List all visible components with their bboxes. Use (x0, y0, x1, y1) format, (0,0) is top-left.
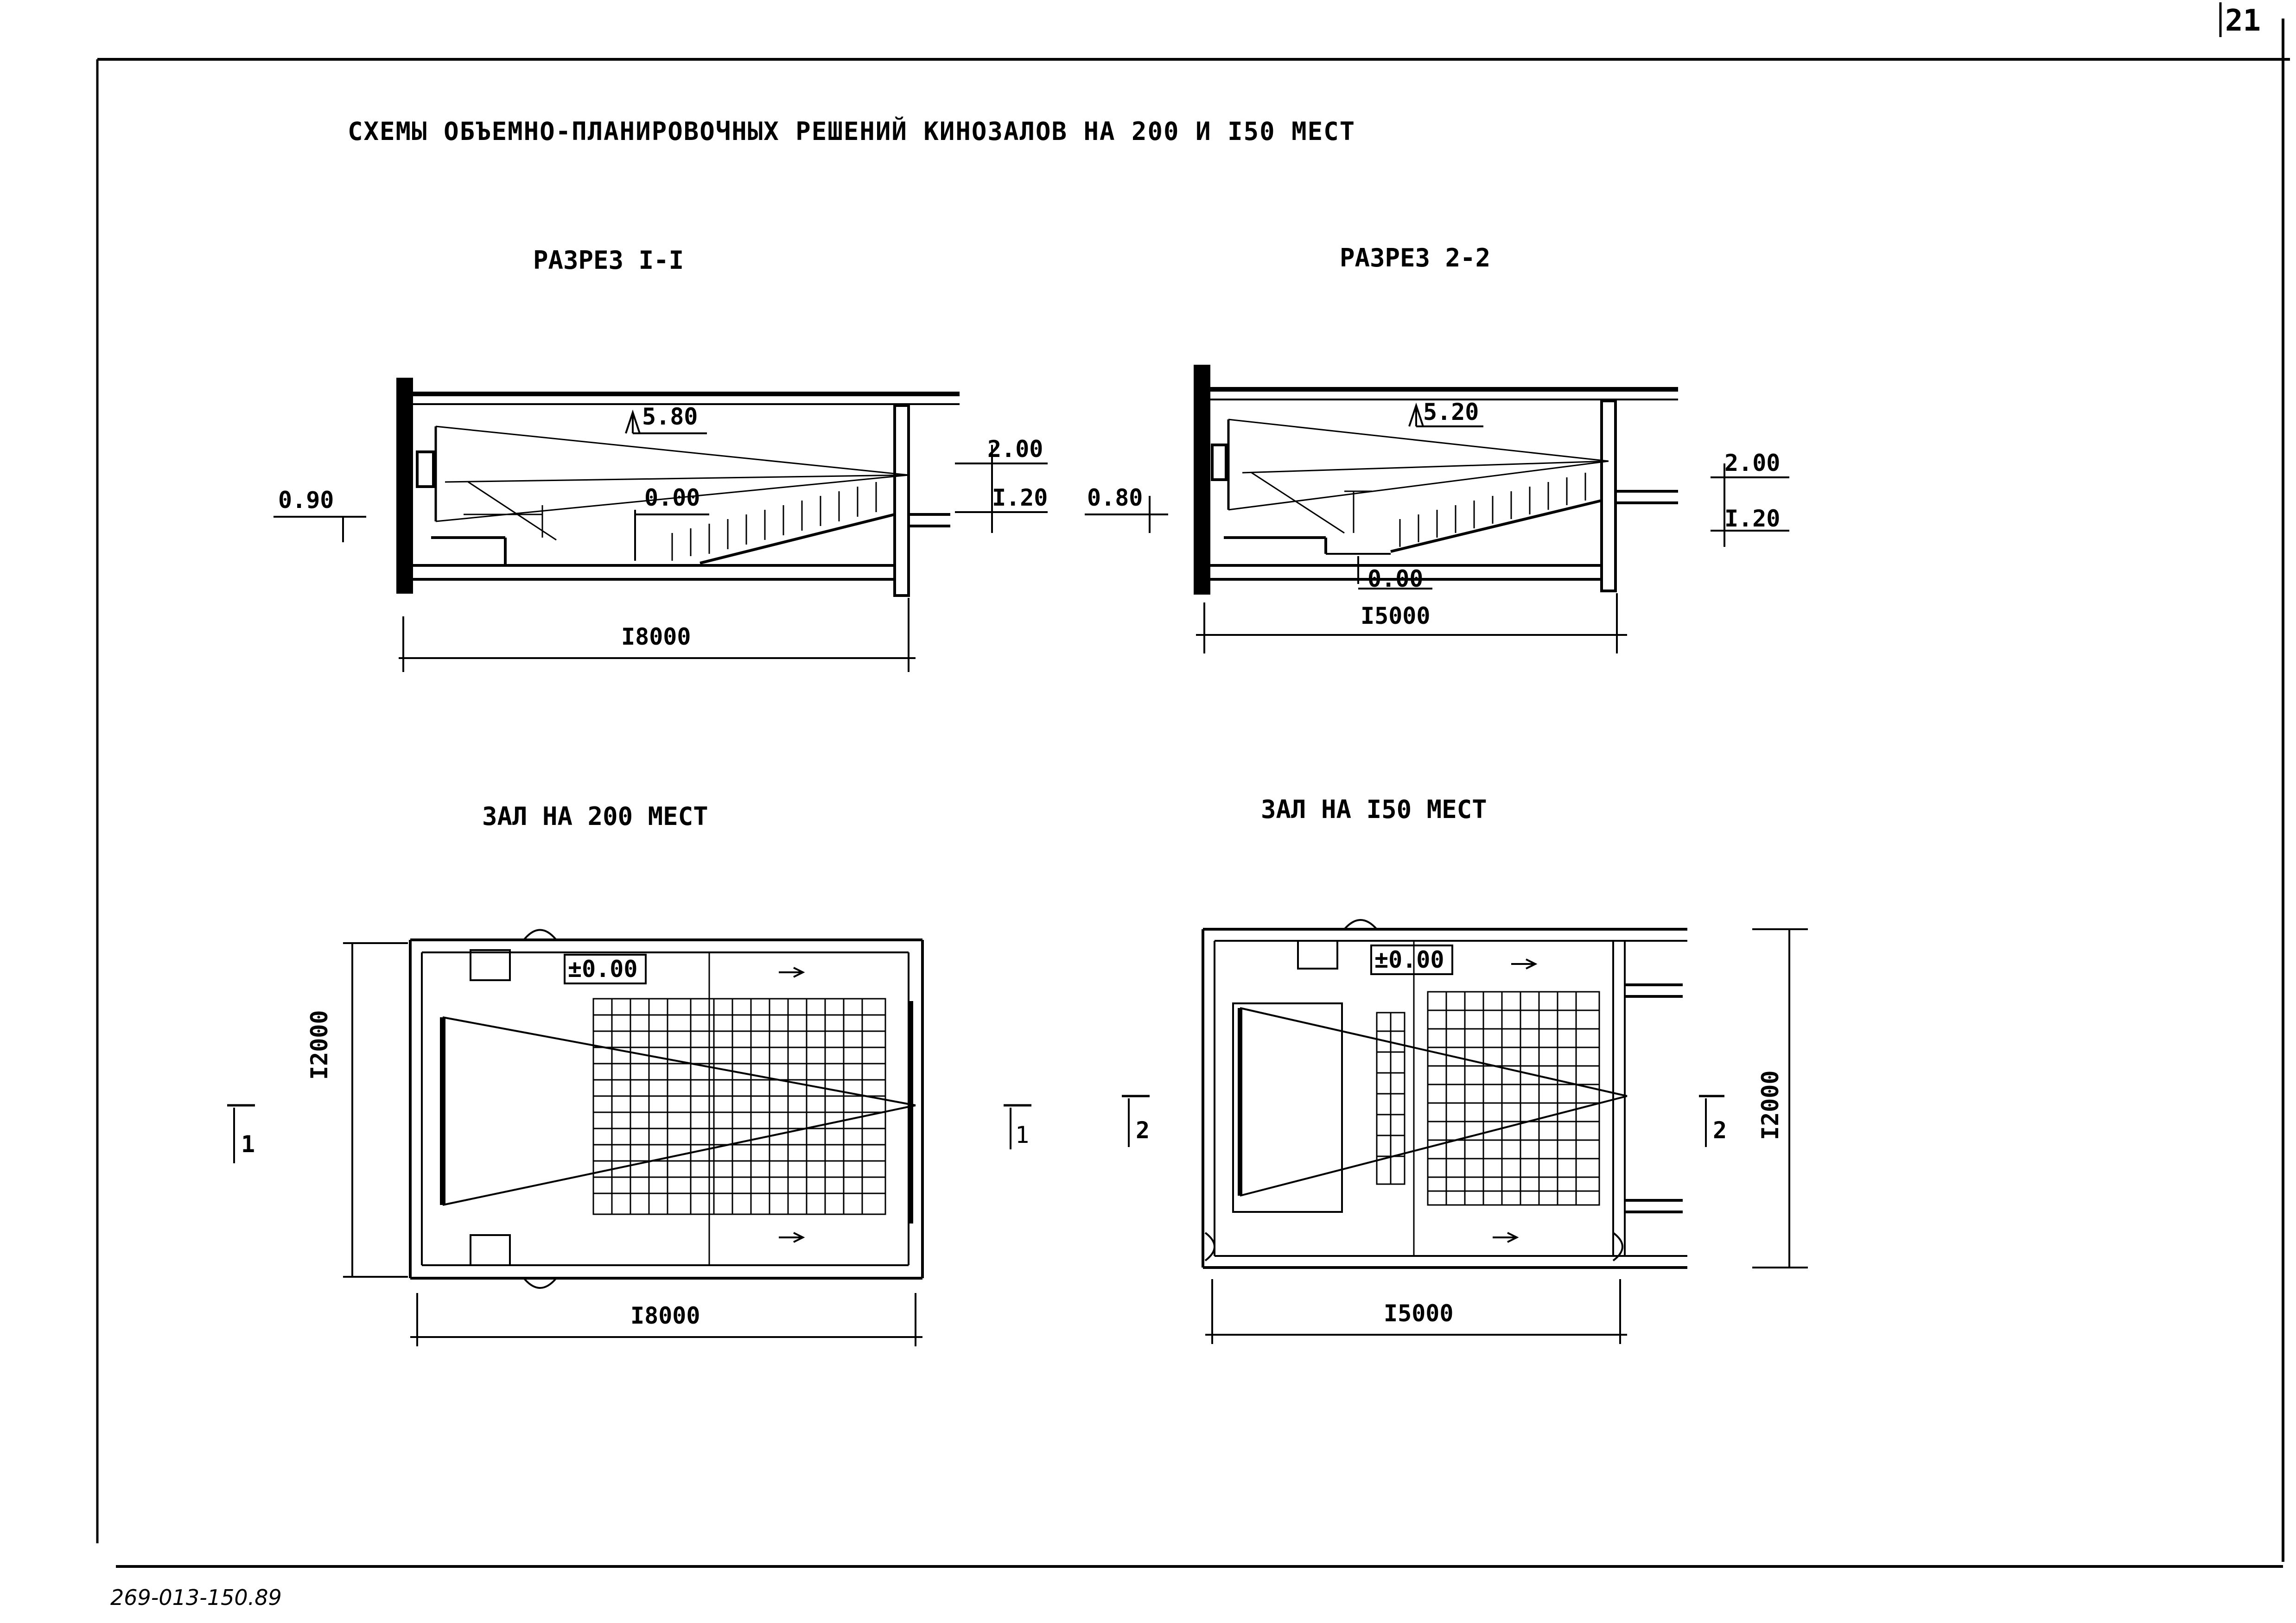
plan-200-cut-mark-left: 1 (241, 1131, 255, 1158)
plan-200-caption: ЗАЛ НА 200 МЕСТ (482, 802, 708, 831)
section-2-level-top: 5.20 (1423, 399, 1479, 425)
plan-200-drawing (227, 929, 1031, 1346)
plan-200-depth-dim: I2000 (306, 1010, 333, 1080)
sheet-title: СХЕМЫ ОБЪЕМНО-ПЛАНИРОВОЧНЫХ РЕШЕНИЙ КИНО… (348, 117, 1356, 146)
page-number: 21 (2225, 4, 2261, 38)
section-1-caption: РАЗРЕЗ I-I (533, 246, 684, 275)
plan-150-depth-dim: I2000 (1757, 1070, 1784, 1140)
floor-level-box-150 (1370, 945, 1453, 975)
plan-150-floor-level: ±0.00 (1374, 946, 1444, 973)
section-1-level-left: 0.90 (278, 487, 334, 514)
plan-150-drawing (1122, 919, 1808, 1344)
section-1-level-door: 2.00 (987, 436, 1043, 463)
section-2-width-dim: I5000 (1361, 602, 1431, 629)
floor-level-box-200 (564, 954, 647, 984)
section-2-drawing (1085, 365, 1789, 653)
plan-200-width-dim: I8000 (630, 1302, 700, 1329)
section-2-level-door: 2.00 (1724, 450, 1781, 476)
section-1-level-top: 5.80 (642, 403, 698, 430)
plan-150-cut-mark-right: 2 (1713, 1117, 1727, 1144)
section-1-width-dim: I8000 (621, 623, 691, 650)
document-number: 269-013-150.89 (110, 1585, 282, 1610)
section-2-level-left: 0.80 (1087, 484, 1143, 511)
section-2-level-sill: I.20 (1724, 505, 1781, 532)
plan-150-cut-mark-left: 2 (1136, 1117, 1150, 1144)
section-2-level-floor: 0.00 (1367, 565, 1424, 592)
plan-200-cut-mark-right: 1 (1015, 1122, 1030, 1148)
section-1-level-sill: I.20 (992, 484, 1048, 511)
plan-150-caption: ЗАЛ НА I50 МЕСТ (1261, 795, 1487, 824)
plan-200-floor-level: ±0.00 (568, 956, 638, 983)
plan-150-width-dim: I5000 (1384, 1300, 1454, 1327)
section-2-caption: РАЗРЕЗ 2-2 (1340, 243, 1491, 273)
section-1-level-floor: 0.00 (644, 484, 700, 511)
section-1-drawing (273, 378, 1048, 672)
